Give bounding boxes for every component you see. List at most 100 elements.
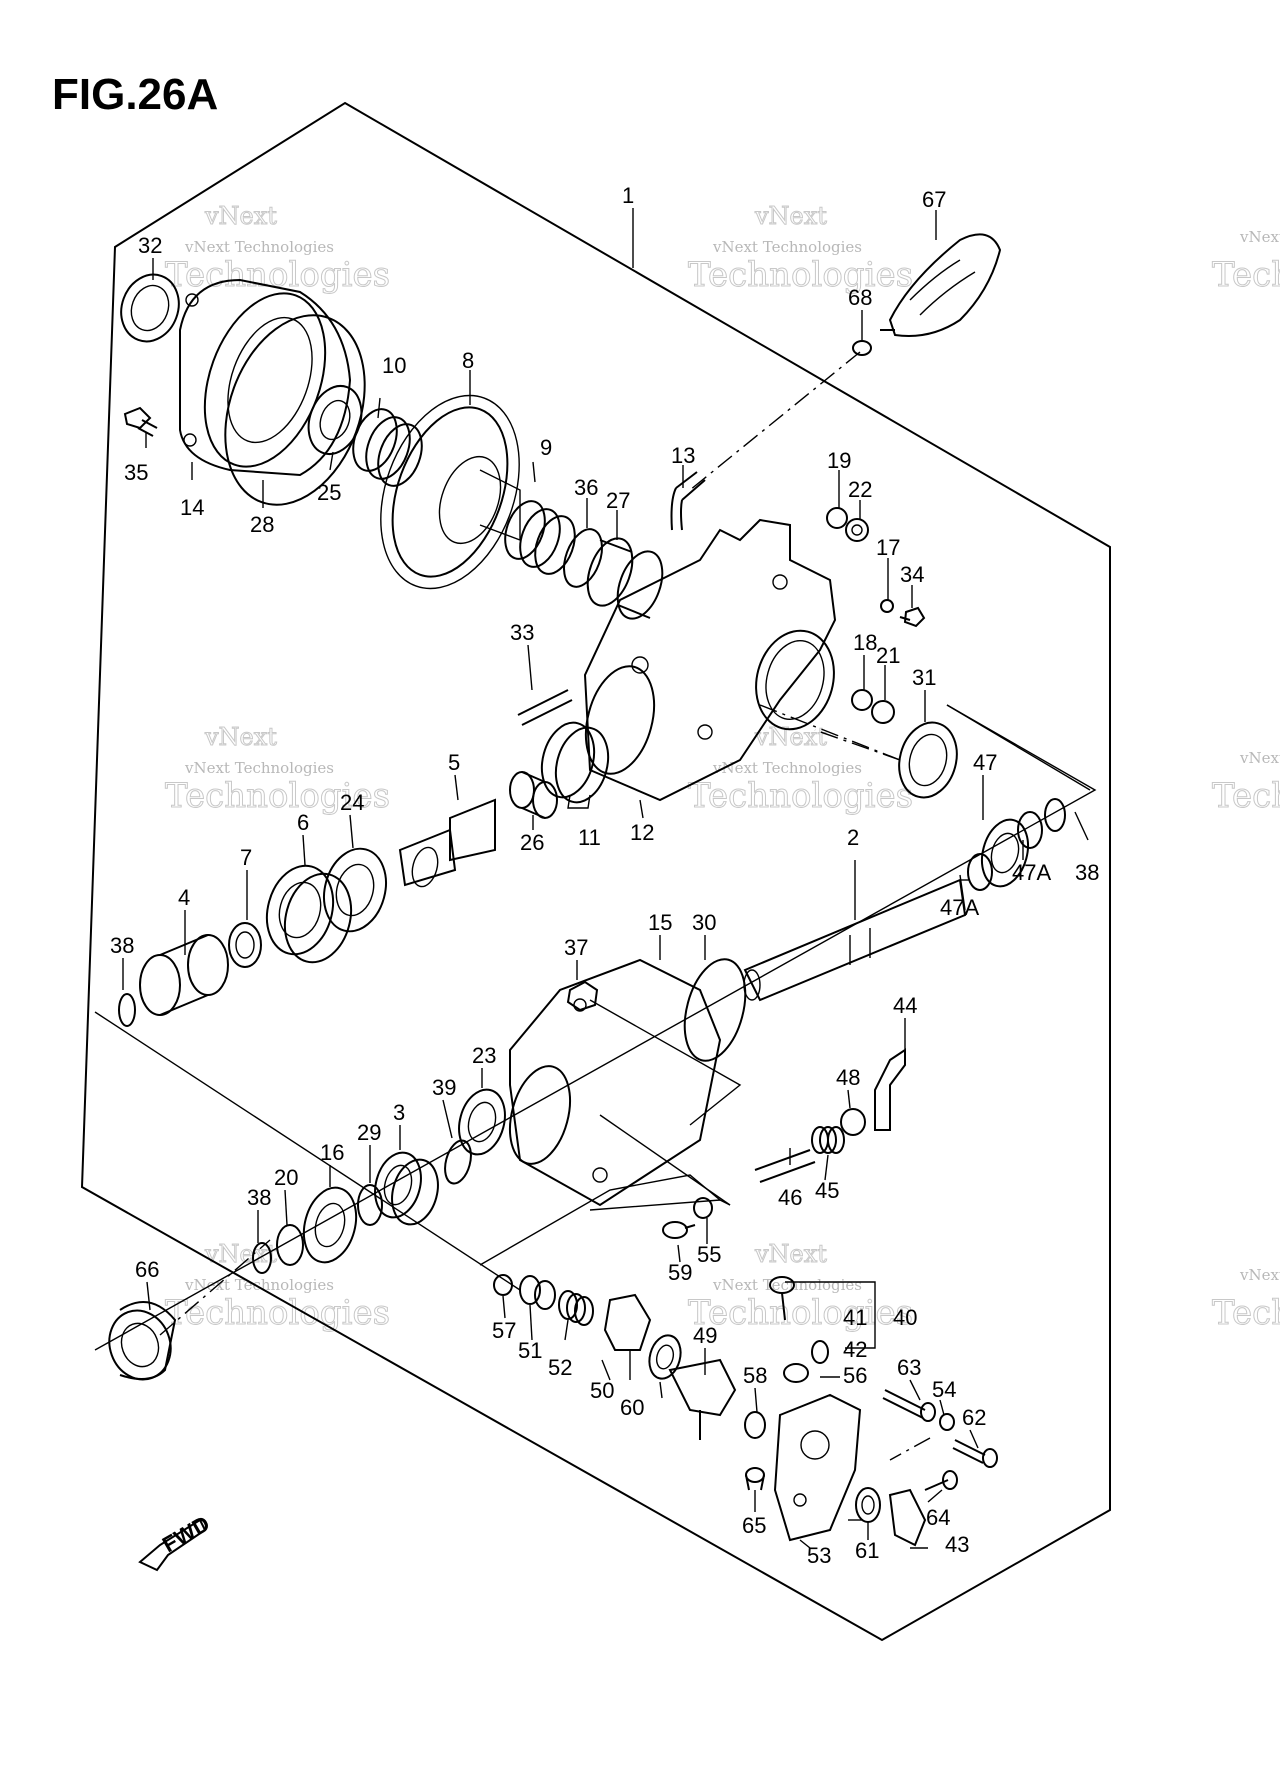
part-49-shift-drum: [668, 1358, 737, 1440]
label-67: 67: [922, 187, 946, 212]
part-23-bearing: [458, 1088, 506, 1156]
fwd-arrow-icon: [138, 1518, 207, 1572]
label-37: 37: [564, 935, 588, 960]
part-38-circlip-upper: [118, 993, 136, 1027]
label-68: 68: [848, 285, 872, 310]
label-53: 53: [807, 1543, 831, 1568]
svg-text:vNext: vNext: [204, 723, 277, 751]
part-32-oil-seal: [120, 273, 180, 343]
label-66: 66: [135, 1257, 159, 1282]
svg-text:Technologies: Technologies: [688, 1293, 913, 1333]
label-30: 30: [692, 910, 716, 935]
part-68-clamp: [852, 340, 872, 356]
part-60-bearing: [648, 1334, 682, 1380]
label-52: 52: [548, 1355, 572, 1380]
svg-text:vNext Technologies: vNext Technologies: [712, 238, 862, 256]
label-26: 26: [520, 830, 544, 855]
label-20: 20: [274, 1165, 298, 1190]
part-15-shift-housing: [509, 958, 722, 1207]
watermark-top-left: vNext Technologies vNext Technologies: [165, 202, 391, 296]
subassembly-boundary-lower3: [589, 1199, 731, 1211]
label-17: 17: [876, 535, 900, 560]
subassembly-boundary-housing: [589, 999, 742, 1126]
part-5-drive-bevel-pinion: [398, 798, 496, 888]
cover-axis-line: [759, 704, 901, 761]
part-55-washer: [693, 1197, 713, 1219]
fwd-label: FWD: [158, 1511, 214, 1558]
part-43-shift-arm: [888, 1488, 927, 1547]
part-29-o-ring: [357, 1184, 383, 1226]
part-35-bolt: [123, 406, 158, 437]
part-54-washer: [939, 1413, 955, 1431]
part-9-shims: [504, 500, 576, 575]
label-47: 47: [973, 750, 997, 775]
part-44-shift-lever: [874, 1048, 906, 1131]
part-65-dowel-pin: [745, 1467, 765, 1491]
svg-text:Technologies: Technologies: [165, 776, 390, 816]
svg-text:vNext Technologies: vNext Technologies: [712, 759, 862, 777]
label-39: 39: [432, 1075, 456, 1100]
label-49: 49: [693, 1323, 717, 1348]
part-57-washer: [493, 1274, 513, 1296]
part-3-bearing: [374, 1151, 439, 1226]
part-47a-washer-1: [967, 853, 993, 891]
label-36: 36: [574, 475, 598, 500]
watermark-group: vNext Technologies vNext Technologies vN…: [165, 202, 1280, 1334]
label-15: 15: [648, 910, 672, 935]
label-63: 63: [897, 1355, 921, 1380]
subassembly-boundary-right: [946, 704, 1091, 791]
assembly-frame-outline: [80, 101, 1111, 1642]
part-31-oil-seal: [898, 721, 958, 799]
label-4: 4: [178, 885, 190, 910]
label-10: 10: [382, 353, 406, 378]
label-40: 40: [893, 1305, 917, 1330]
part-36-washer: [563, 528, 603, 588]
label-3: 3: [393, 1100, 405, 1125]
svg-text:vNext: vNext: [754, 202, 827, 230]
subassembly-boundary-lower: [94, 1011, 521, 1291]
part-66-dust-boot: [108, 1301, 177, 1381]
part-8-ring-gear: [380, 394, 521, 590]
part-34-bolt: [899, 606, 926, 628]
label-51: 51: [518, 1338, 542, 1363]
label-33: 33: [510, 620, 534, 645]
watermark-top-center: vNext Technologies vNext Technologies: [688, 202, 914, 296]
svg-text:Technologies: Technologies: [688, 776, 913, 816]
part-22-plug: [845, 518, 869, 542]
label-24: 24: [340, 790, 364, 815]
label-1: 1: [622, 183, 634, 208]
part-10-shims: [352, 408, 423, 487]
svg-text:vNext: vNext: [754, 723, 827, 751]
svg-text:vNext Technologies: vNext Technologies: [1239, 749, 1280, 767]
part-2-output-shaft: [743, 874, 967, 1002]
label-47a-right: 47A: [1012, 860, 1051, 885]
part-42-plunger: [811, 1340, 829, 1364]
breather-axis-line: [689, 351, 861, 491]
label-34: 34: [900, 562, 924, 587]
part-4-sleeve: [139, 934, 229, 1016]
svg-text:vNext: vNext: [754, 1240, 827, 1268]
label-12: 12: [630, 820, 654, 845]
part-19-washer: [826, 507, 848, 529]
part-63-bolt: [882, 1389, 936, 1422]
label-48: 48: [836, 1065, 860, 1090]
part-37-nut: [566, 980, 599, 1012]
label-14: 14: [180, 495, 204, 520]
subassembly-boundary-select: [479, 1174, 721, 1266]
label-21: 21: [876, 643, 900, 668]
part-67-rubber-boot: [880, 233, 1002, 337]
label-29: 29: [357, 1120, 381, 1145]
svg-text:Technologies: Technologies: [165, 1293, 390, 1333]
label-11: 11: [578, 825, 601, 850]
part-16-bearing-holder: [302, 1186, 358, 1264]
part-53-shift-cover: [773, 1393, 862, 1542]
part-46-shift-shaft: [754, 1149, 816, 1183]
svg-text:Technologies: Technologies: [688, 255, 913, 295]
label-58: 58: [743, 1363, 767, 1388]
watermark-mid-center: vNext Technologies vNext Technologies: [688, 723, 914, 817]
label-45: 45: [815, 1178, 839, 1203]
label-47a-left: 47A: [940, 895, 979, 920]
label-32: 32: [138, 233, 162, 258]
label-9: 9: [540, 435, 552, 460]
part-17-washer: [880, 599, 894, 613]
